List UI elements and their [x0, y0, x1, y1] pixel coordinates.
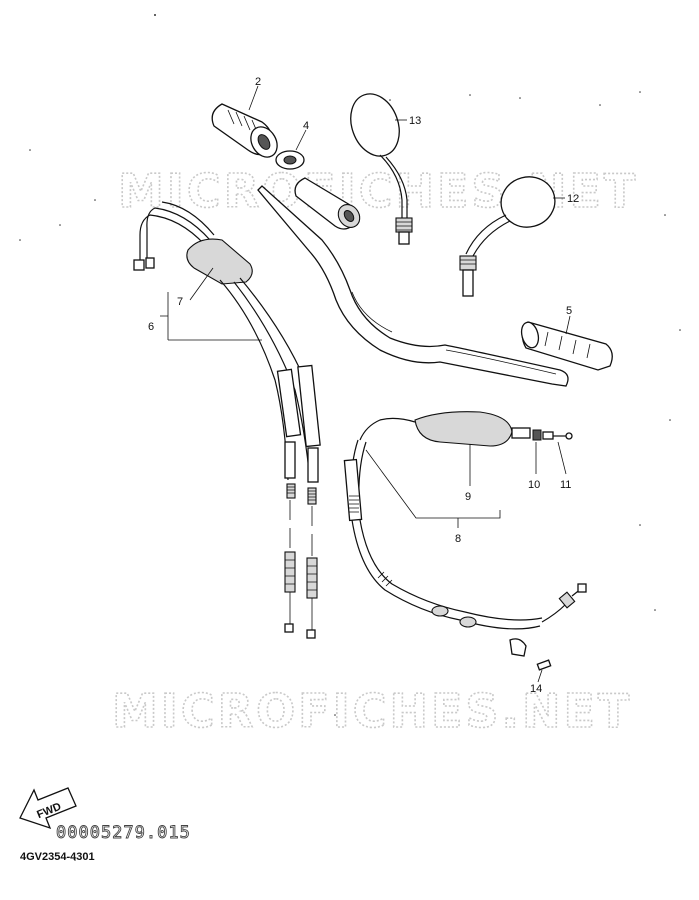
clutch-cable-part-8 — [343, 411, 587, 671]
leader-14 — [537, 669, 543, 683]
collar-part-4 — [275, 150, 305, 170]
bracket-6 — [160, 292, 262, 341]
callout-10: 10 — [528, 479, 540, 491]
leader-7 — [189, 267, 214, 301]
watermark-bottom: MICROFICHES.NET — [112, 684, 632, 738]
right-grip-part-5 — [520, 321, 613, 371]
left-grip-part-2 — [211, 103, 278, 158]
leader-4 — [295, 129, 307, 151]
callout-5: 5 — [566, 305, 572, 317]
bracket-8 — [365, 449, 501, 528]
left-mirror-part-13 — [350, 93, 413, 245]
leader-5 — [565, 315, 571, 335]
callout-13: 13 — [409, 115, 421, 127]
handlebar — [257, 185, 569, 387]
callout-12: 12 — [567, 193, 579, 205]
callout-8: 8 — [455, 533, 461, 545]
throttle-cable-part-6 — [133, 201, 321, 639]
throttle-grip-tube — [294, 177, 361, 230]
leader-2 — [248, 85, 259, 111]
callout-14: 14 — [530, 683, 542, 695]
scan-specks — [19, 14, 681, 861]
callout-2: 2 — [255, 76, 261, 88]
leader-11 — [557, 441, 567, 475]
part-code: 00005279.015 — [56, 823, 191, 843]
callout-11: 11 — [560, 479, 571, 491]
callout-6: 6 — [148, 321, 154, 333]
callout-4: 4 — [303, 120, 309, 132]
watermark-top: MICROFICHES.NET — [118, 164, 638, 218]
callout-7: 7 — [177, 296, 183, 308]
drawing-number: 4GV2354-4301 — [20, 851, 95, 863]
callout-9: 9 — [465, 491, 471, 503]
right-mirror-part-12 — [459, 176, 556, 297]
fwd-arrow-icon: FWD — [19, 787, 77, 830]
